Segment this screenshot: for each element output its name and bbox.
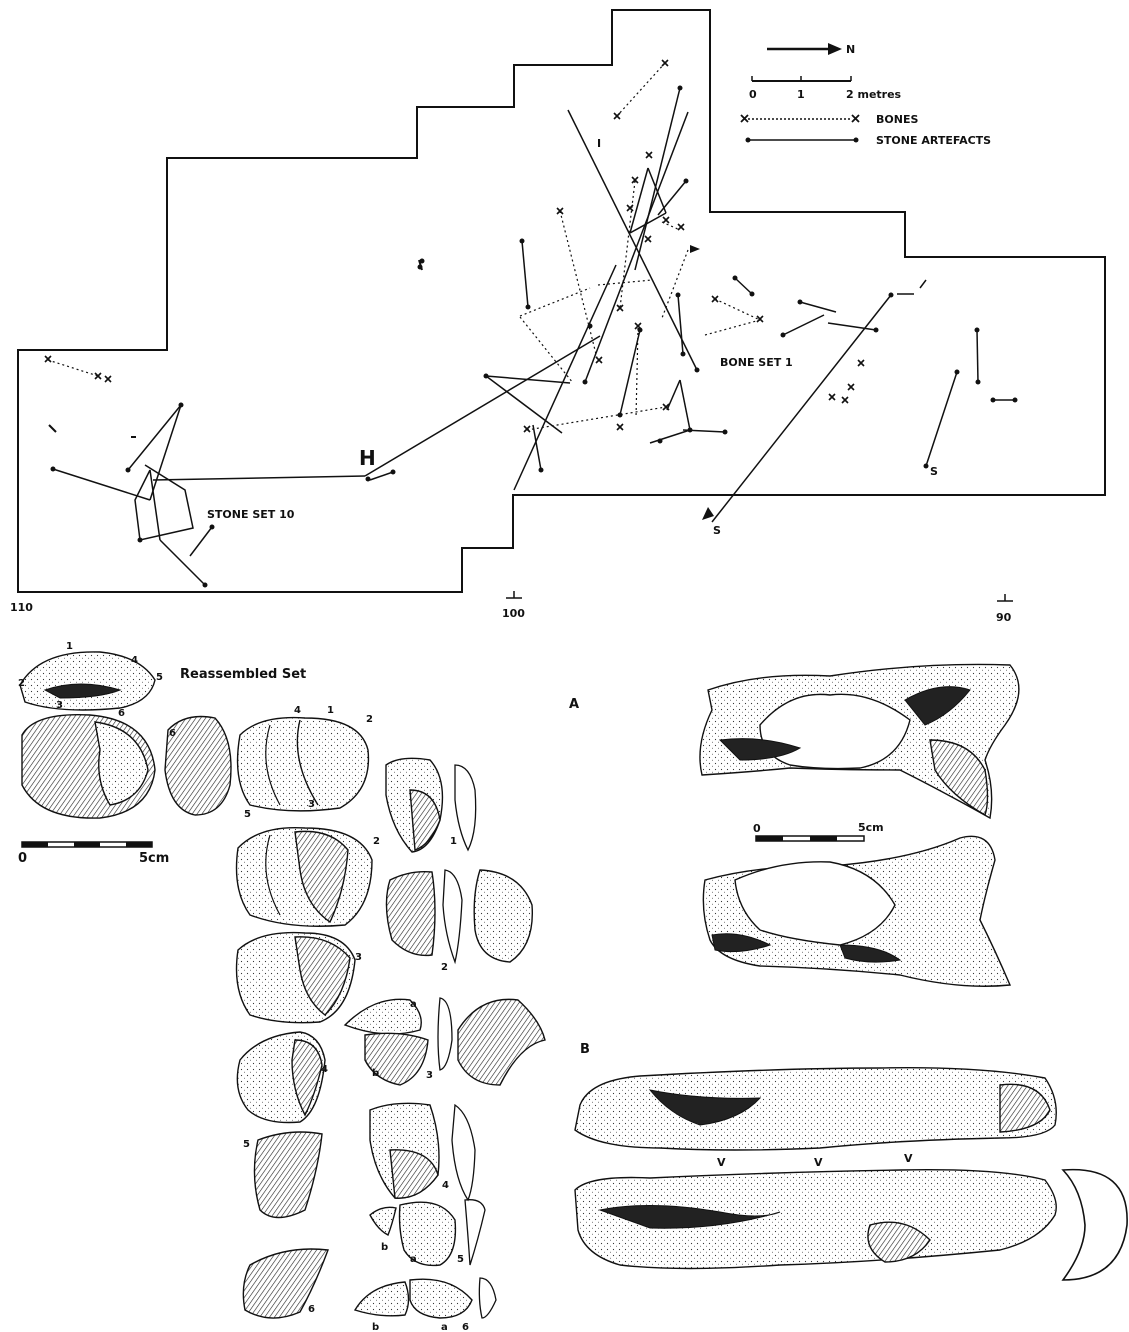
svg-text:6: 6 [169,728,176,739]
bone-a-label: A [569,697,579,712]
svg-text:1: 1 [327,705,334,716]
bone-b-label: B [580,1042,590,1057]
grid-label-100: 100 [502,607,525,620]
svg-text:2: 2 [441,962,448,973]
stone-set-label: STONE SET 10 [207,508,295,521]
svg-text:3: 3 [355,952,362,963]
bone-a-lower [703,836,1010,986]
svg-text:5cm: 5cm [858,821,884,834]
svg-text:V: V [904,1152,913,1165]
arrow-east-marker [690,245,700,253]
svg-text:5: 5 [156,672,163,683]
svg-text:2: 2 [373,836,380,847]
svg-text:3: 3 [308,799,315,810]
core-step-5: 5 [243,1132,322,1218]
svg-text:b: b [381,1242,388,1253]
artefact-scale-bar-left: 0 5cm [18,842,169,866]
svg-text:4: 4 [321,1064,328,1075]
flake-1: 1 [386,758,476,852]
stone-artefact-links [53,88,1015,585]
svg-text:3: 3 [426,1070,433,1081]
svg-text:5: 5 [457,1254,464,1265]
map-legend: BONES STONE ARTEFACTS [741,113,991,147]
bone-drawings: A B 0 5cm [569,664,1127,1280]
svg-text:V: V [717,1156,726,1169]
grid-label-90: 90 [996,611,1012,624]
north-arrow: N [767,43,855,56]
svg-text:0: 0 [749,88,757,101]
core-step-6: 6 [243,1249,328,1318]
svg-text:b: b [372,1322,379,1332]
arrow-to-s-south [702,507,714,520]
flake-2: 2 [386,870,532,973]
svg-text:V: V [814,1156,823,1169]
bone-a-upper [700,664,1019,818]
svg-text:6: 6 [308,1304,315,1315]
i-mark: I [597,137,601,150]
svg-text:a: a [410,999,417,1010]
s-mark-east: S [930,465,938,478]
svg-text:2: 2 [18,678,25,689]
svg-text:0: 0 [18,851,27,866]
svg-text:5: 5 [243,1139,250,1150]
artefact-scale-bar-right: 0 5cm [753,821,884,841]
svg-text:1: 1 [66,641,73,652]
isolated-artefacts [49,260,422,437]
svg-text:4: 4 [442,1180,449,1191]
reassembled-stone-set: Reassembled Set 1 2 3 4 5 6 6 0 5cm [18,641,545,1332]
svg-text:3: 3 [56,700,63,711]
svg-text:4: 4 [294,705,301,716]
core-step-full: 4 1 2 5 3 [238,705,373,820]
core-step-2: 2 [237,828,381,927]
svg-text:5cm: 5cm [139,851,169,866]
svg-text:a: a [441,1322,448,1332]
bone-b-lower: V V V [575,1152,1056,1269]
core-step-3: 3 [237,933,363,1023]
svg-text:6: 6 [118,708,125,719]
svg-text:2 metres: 2 metres [846,88,902,101]
legend-stone-artefacts: STONE ARTEFACTS [876,134,991,147]
grid-label-110: 110 [10,601,33,614]
bone-links [48,63,760,430]
hearth-label: H [359,446,376,470]
svg-text:4: 4 [131,655,138,666]
grid-tick-100 [506,591,522,598]
svg-text:1: 1 [797,88,805,101]
legend-bones: BONES [876,113,918,126]
grid-tick-90 [997,594,1013,601]
svg-text:N: N [846,43,855,56]
svg-text:b: b [372,1068,379,1079]
flake-4: 4 [370,1103,475,1200]
flake-3: a b 3 [345,998,545,1085]
reassembled-title: Reassembled Set [180,667,306,682]
svg-text:5: 5 [244,809,251,820]
svg-text:0: 0 [753,822,761,835]
flake-6: b a 6 [355,1278,496,1332]
svg-text:1: 1 [450,836,457,847]
flake-5: b a 5 [370,1200,485,1266]
site-plan: BONE SET 1 STONE SET 10 H I S S 110 1 00 … [10,10,1105,624]
stone-markers [51,86,1018,588]
bone-b-upper [575,1068,1056,1150]
bone-set-label: BONE SET 1 [720,356,793,369]
s-mark-south: S [713,524,721,537]
bone-b-cross-section [1063,1170,1127,1280]
map-scale-bar: 0 1 2 metres [749,76,902,101]
svg-text:6: 6 [462,1322,469,1332]
excavation-outline [18,10,1105,592]
core-step-4: 4 [237,1032,328,1123]
svg-text:2: 2 [366,714,373,725]
svg-text:a: a [410,1254,417,1265]
